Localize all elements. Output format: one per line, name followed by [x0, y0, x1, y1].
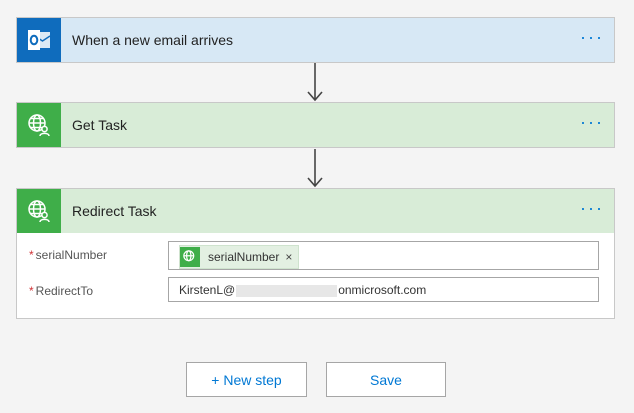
step-header[interactable]: When a new email arrives ··· [17, 18, 614, 62]
step-title: Redirect Task [72, 203, 157, 219]
step-card-redirect-task[interactable]: Redirect Task ··· *serialNumber serialNu… [16, 188, 615, 319]
outlook-icon [17, 18, 61, 62]
more-options-icon[interactable]: ··· [580, 112, 604, 132]
globe-user-icon [17, 103, 61, 147]
step-card-get-task[interactable]: Get Task ··· [16, 102, 615, 148]
save-button[interactable]: Save [326, 362, 446, 397]
step-header[interactable]: Get Task ··· [17, 103, 614, 147]
new-step-button[interactable]: + New step [186, 362, 307, 397]
globe-user-icon [17, 189, 61, 233]
field-row-redirect-to: *RedirectTo KirstenL@onmicrosoft.com [17, 277, 614, 305]
redacted-region [236, 284, 338, 297]
redirect-to-value: KirstenL@onmicrosoft.com [179, 283, 427, 297]
step-card-new-email[interactable]: When a new email arrives ··· [16, 17, 615, 63]
step-title: When a new email arrives [72, 32, 234, 48]
remove-token-icon[interactable]: × [285, 250, 293, 264]
required-mark: * [29, 248, 34, 262]
connector-arrow [307, 149, 323, 188]
more-options-icon[interactable]: ··· [580, 27, 604, 47]
more-options-icon[interactable]: ··· [580, 198, 604, 218]
required-mark: * [29, 284, 34, 298]
token-label: serialNumber [208, 250, 280, 264]
step-header[interactable]: Redirect Task ··· [17, 189, 614, 233]
connector-arrow [307, 63, 323, 102]
redirect-to-label: *RedirectTo [29, 284, 94, 298]
dynamic-content-token[interactable]: serialNumber × [179, 245, 300, 269]
serial-number-input[interactable]: serialNumber × [168, 241, 599, 270]
globe-user-icon [180, 247, 200, 267]
serial-number-label: *serialNumber [29, 248, 108, 262]
step-title: Get Task [72, 117, 127, 133]
redirect-to-input[interactable]: KirstenL@onmicrosoft.com [168, 277, 599, 302]
field-row-serial-number: *serialNumber serialNumber × [17, 241, 614, 270]
